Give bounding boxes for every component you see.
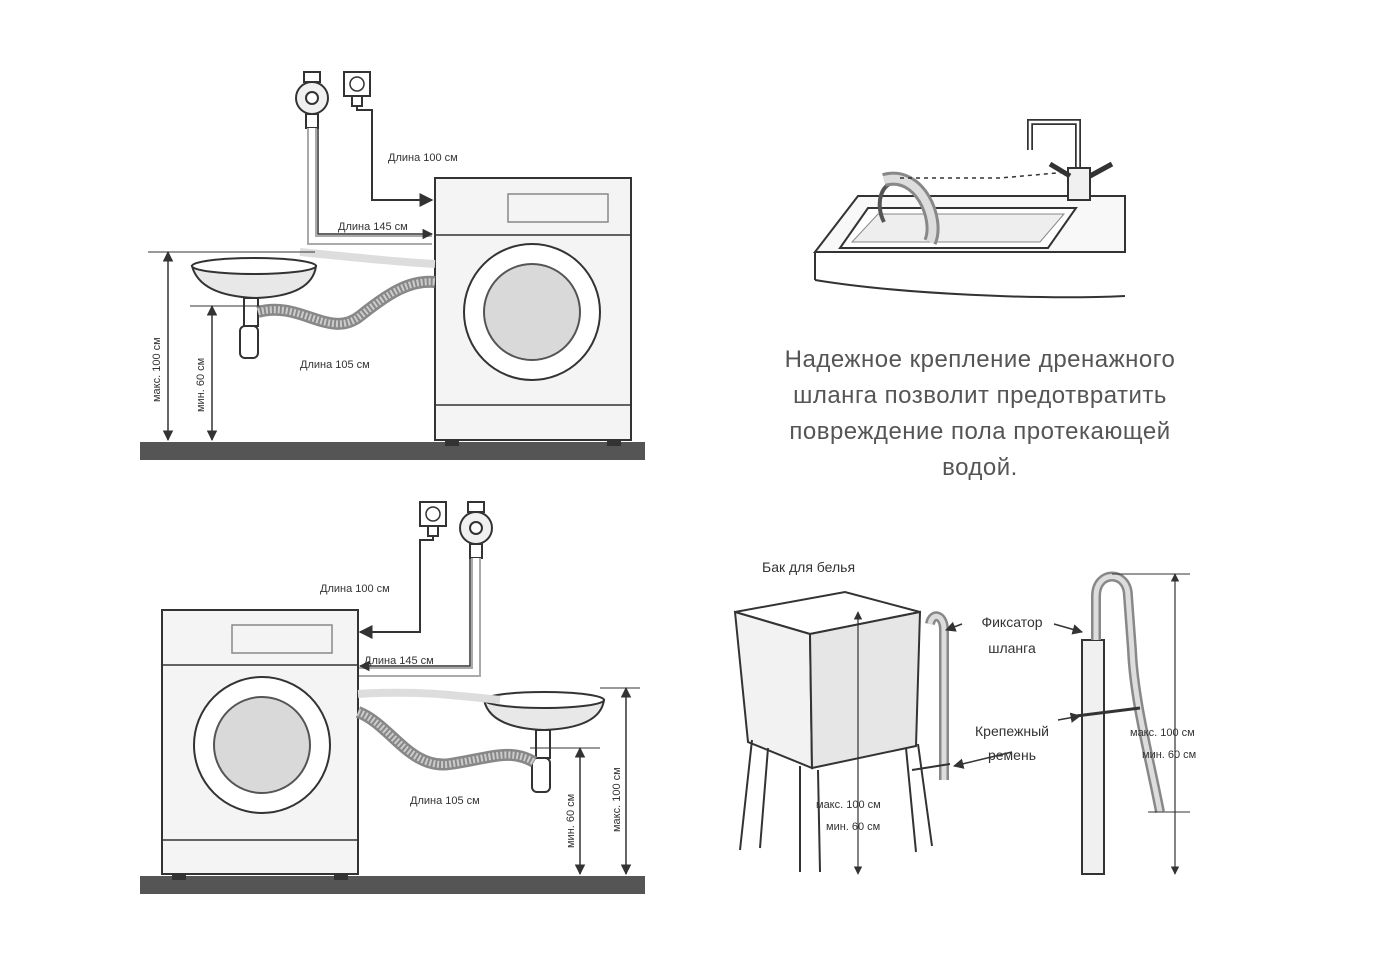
standpipe — [1075, 571, 1190, 875]
bottom-scene: Длина 100 см Длина 145 см Длина 105 см м… — [140, 501, 645, 894]
caption-block: Надежное крепление дренажного шланга поз… — [785, 346, 1176, 481]
label-max-100-bottom: макс. 100 см — [611, 767, 623, 832]
label-length-145-top: Длина 145 см — [338, 221, 408, 233]
label-hose-clip-1: Фиксатор — [981, 614, 1042, 630]
water-tap-icon — [295, 71, 329, 129]
sink-bottom — [482, 691, 606, 793]
label-hose-clip-2: шланга — [988, 640, 1036, 656]
label-length-145-bottom: Длина 145 см — [364, 655, 434, 667]
label-max-100-top: макс. 100 см — [151, 337, 163, 402]
top-scene: Длина 100 см Длина 145 см Длина 105 см м… — [140, 71, 645, 460]
laundry-tub — [733, 590, 933, 875]
caption-line-3: повреждение пола протекающей — [789, 418, 1170, 445]
floor-bottom — [140, 876, 645, 894]
sink-faucet-icon — [1027, 119, 1114, 201]
label-length-105-top: Длина 105 см — [300, 359, 370, 371]
label-min-60-top: мин. 60 см — [195, 358, 207, 412]
label-tub-title: Бак для белья — [762, 559, 855, 575]
label-tub-min: мин. 60 см — [826, 821, 880, 833]
electrical-socket-icon — [419, 501, 447, 537]
label-strap-1: Крепежный — [975, 723, 1049, 739]
label-pipe-min: мин. 60 см — [1142, 749, 1196, 761]
floor-top — [140, 442, 645, 460]
washing-machine-bottom — [161, 609, 359, 880]
washing-machine-top — [434, 177, 632, 446]
caption-line-4: водой. — [942, 454, 1018, 481]
label-pipe-max: макс. 100 см — [1130, 727, 1195, 739]
caption-line-2: шланга позволит предотвратить — [793, 382, 1167, 409]
label-length-100-bottom: Длина 100 см — [320, 583, 390, 595]
label-length-100-top: Длина 100 см — [388, 152, 458, 164]
electrical-socket-icon — [343, 71, 371, 107]
label-tub-max: макс. 100 см — [816, 799, 881, 811]
label-strap-2: ремень — [988, 747, 1036, 763]
label-min-60-bottom: мин. 60 см — [565, 794, 577, 848]
kitchen-sink-scene — [812, 119, 1126, 299]
tub-scene: Бак для белья — [733, 559, 1196, 875]
water-tap-icon — [459, 501, 493, 559]
caption-line-1: Надежное крепление дренажного — [785, 346, 1176, 373]
label-length-105-bottom: Длина 105 см — [410, 795, 480, 807]
